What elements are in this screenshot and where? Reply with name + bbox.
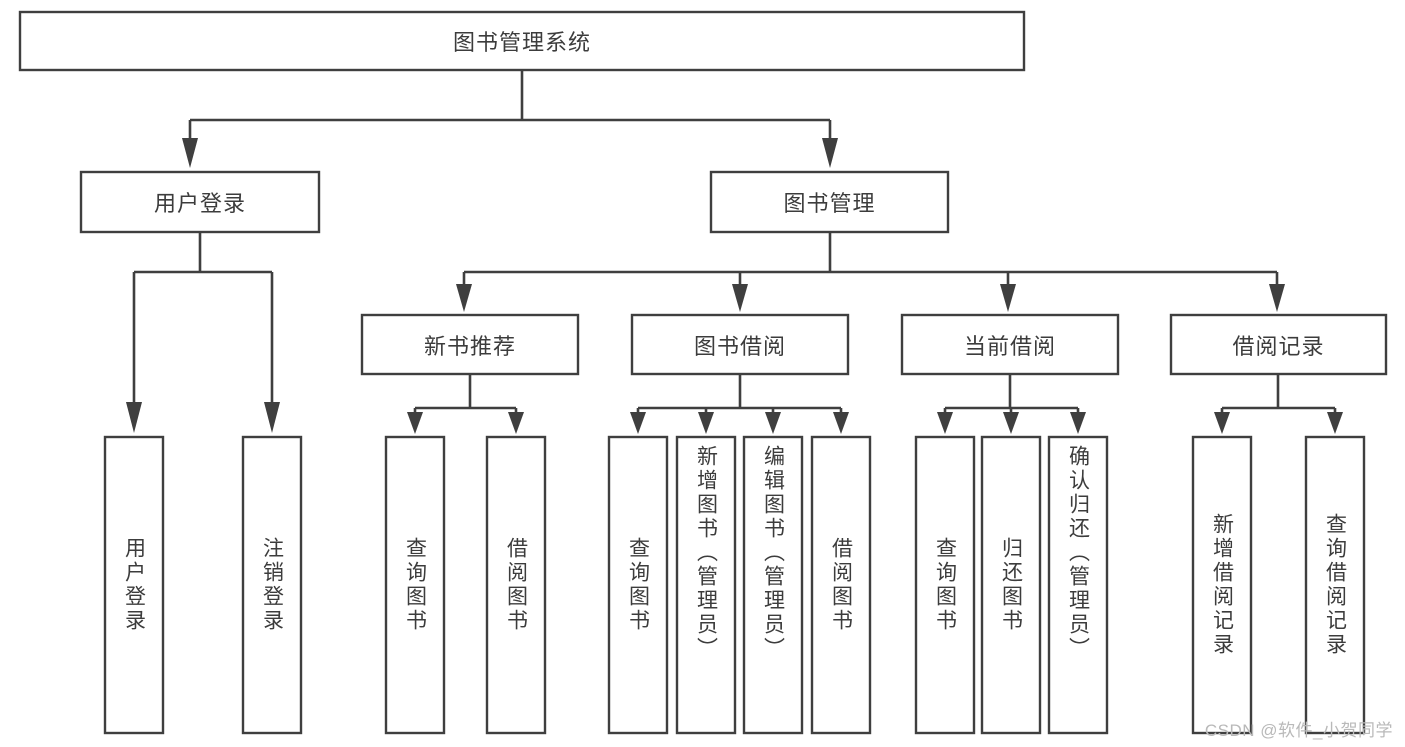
watermark-text: CSDN @软件_小贺同学 (1204, 721, 1393, 740)
arrow-head-leaf-borrow-book-2 (833, 412, 849, 434)
arrow-head-leaf-query-book-2 (630, 412, 646, 434)
node-box-leaf-confirm-return[interactable] (1047, 435, 1109, 735)
arrow-head-leaf-return-book (1003, 412, 1019, 434)
node-box-leaf-add-book[interactable] (675, 435, 737, 735)
node-box-leaf-borrow-book-2[interactable] (810, 435, 872, 735)
node-box-new-book-recommend[interactable] (360, 313, 580, 376)
connector-group-root-to-level2 (182, 70, 838, 168)
node-box-root[interactable] (18, 10, 1026, 72)
arrow-head-leaf-query-record (1327, 412, 1343, 434)
node-box-leaf-query-book-3[interactable] (914, 435, 976, 735)
node-box-user-login[interactable] (79, 170, 321, 234)
connector-group-book-management-children (456, 232, 1285, 312)
connector-group-user-login-children (126, 232, 280, 433)
arrow-head-user-login (182, 138, 198, 168)
node-box-current-borrow[interactable] (900, 313, 1120, 376)
arrow-head-leaf-borrow-book-1 (508, 412, 524, 434)
arrow-head-leaf-query-book-3 (937, 412, 953, 434)
connector-group-borrow-record-children (1214, 374, 1343, 434)
arrow-head-leaf-edit-book (765, 412, 781, 434)
arrow-head-leaf-logout (264, 402, 280, 433)
node-box-leaf-borrow-book-1[interactable] (485, 435, 547, 735)
connector-group-new-book-recommend-children (407, 374, 524, 434)
node-box-leaf-user-login[interactable] (103, 435, 165, 735)
node-box-leaf-query-book-1[interactable] (384, 435, 446, 735)
arrow-head-leaf-query-book-1 (407, 412, 423, 434)
connector-group-current-borrow-children (937, 374, 1086, 434)
arrow-head-borrow-record (1269, 284, 1285, 312)
arrow-head-book-borrow (732, 284, 748, 312)
connector-group-book-borrow-children (630, 374, 849, 434)
node-box-leaf-return-book[interactable] (980, 435, 1042, 735)
arrow-head-leaf-add-book (698, 412, 714, 434)
arrow-head-leaf-confirm-return (1070, 412, 1086, 434)
arrow-head-leaf-add-record (1214, 412, 1230, 434)
node-box-book-management[interactable] (709, 170, 950, 234)
arrow-head-book-management (822, 138, 838, 168)
node-box-leaf-edit-book[interactable] (742, 435, 804, 735)
node-box-leaf-query-book-2[interactable] (607, 435, 669, 735)
node-box-leaf-logout[interactable] (241, 435, 303, 735)
arrow-head-leaf-user-login (126, 402, 142, 433)
arrow-head-current-borrow (1000, 284, 1016, 312)
node-box-leaf-add-record[interactable] (1191, 435, 1253, 735)
node-box-leaf-query-record[interactable] (1304, 435, 1366, 735)
node-box-book-borrow[interactable] (630, 313, 850, 376)
node-box-borrow-record[interactable] (1169, 313, 1388, 376)
arrow-head-new-book-recommend (456, 284, 472, 312)
